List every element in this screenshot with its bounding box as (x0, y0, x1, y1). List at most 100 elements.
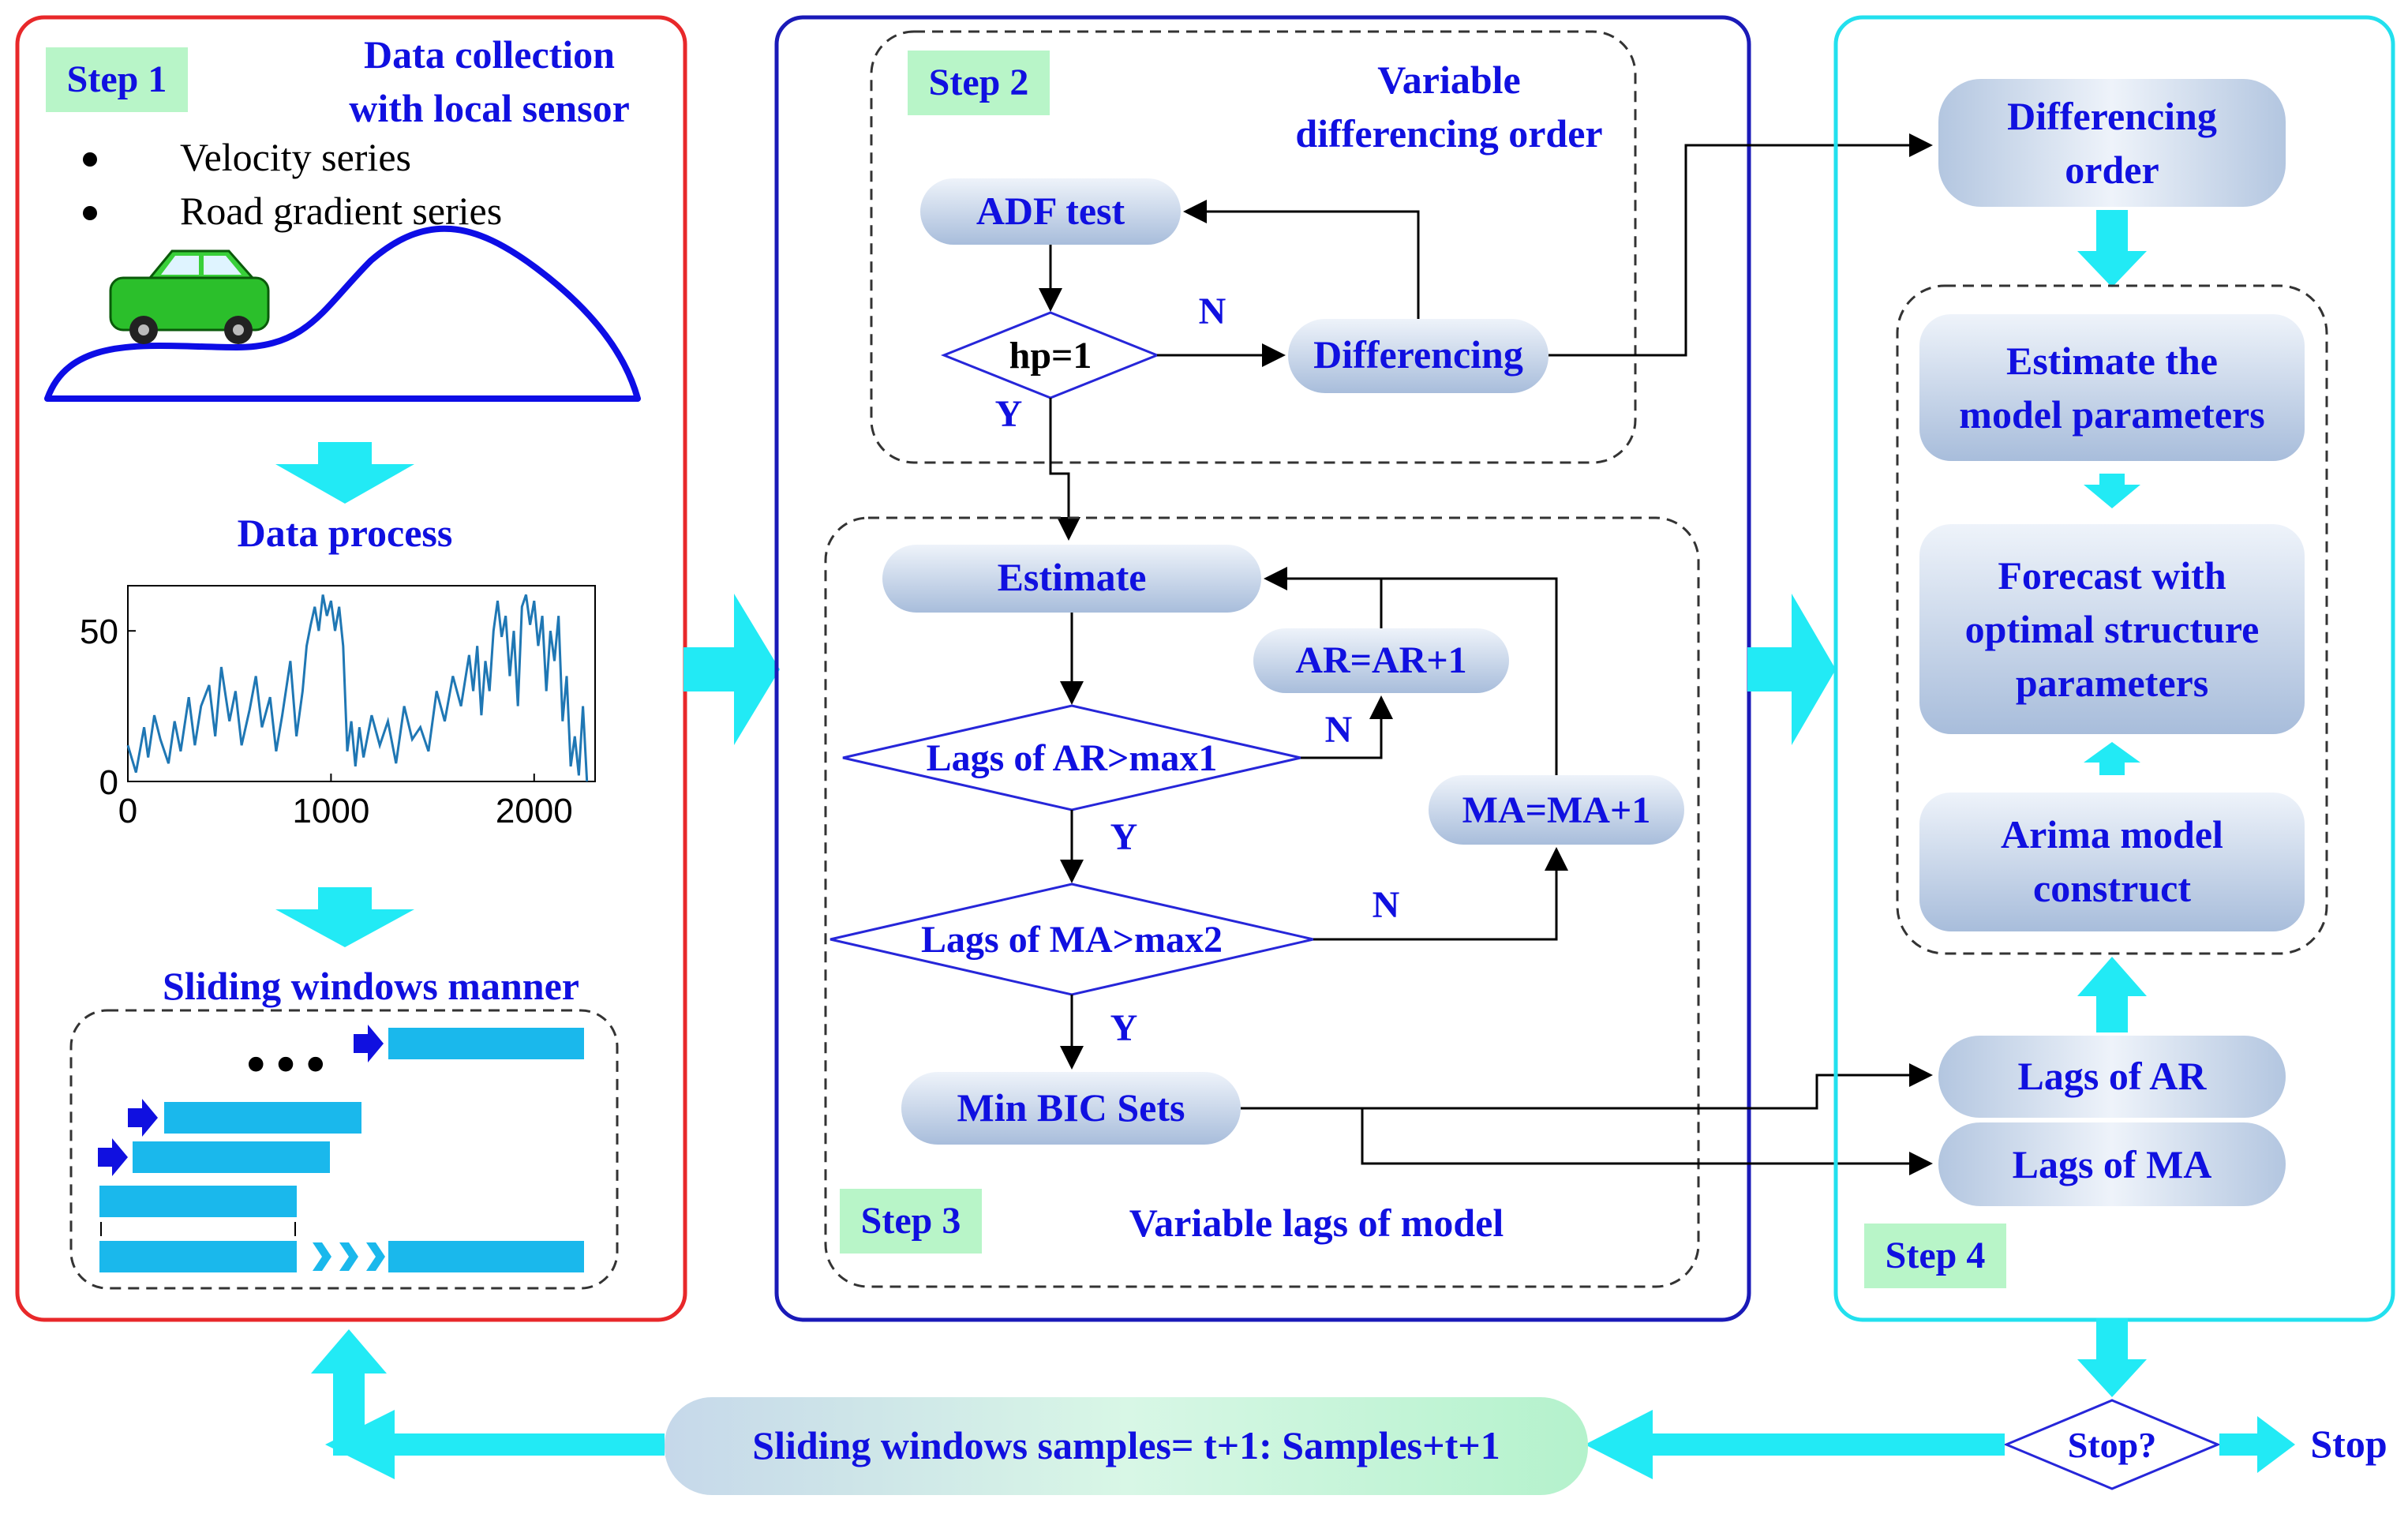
down-arrow-icon (2084, 474, 2140, 508)
step3-title: Variable lags of model (1129, 1201, 1504, 1245)
right-arrow-icon (2219, 1416, 2295, 1473)
left-arrow-icon (1585, 1410, 2005, 1479)
differencing-order-line1: Differencing (2007, 94, 2217, 138)
ar-increment-label: AR=AR+1 (1295, 639, 1466, 681)
flow-arrow (1381, 577, 1558, 775)
right-arrow-icon (683, 594, 780, 745)
up-arrow-icon (311, 1329, 387, 1389)
road-profile-icon (44, 225, 641, 402)
forecast-line2: optimal structure (1965, 607, 2260, 651)
window-bar (133, 1141, 330, 1173)
adf-test-node (920, 178, 1181, 245)
flow-arrow (1183, 200, 1420, 319)
bullet-icon (83, 206, 97, 220)
y-tick-label: 50 (80, 613, 118, 651)
sliding-samples-node (665, 1397, 1588, 1495)
window-bar (388, 1241, 584, 1272)
ma-lags-label: Lags of MA>max2 (921, 919, 1223, 961)
hp-no-label: N (1199, 290, 1226, 332)
sliding-windows-box (69, 1009, 619, 1290)
bottom-flow: Stop? Stop Sliding windows samples= t+1:… (311, 1318, 2387, 1495)
estimate-node (882, 545, 1261, 613)
window-bar (164, 1102, 361, 1134)
right-arrow-icon (354, 1025, 384, 1062)
chevron-icon (366, 1242, 385, 1271)
ma-yes-label: Y (1110, 1007, 1138, 1049)
estimate-params-line1: Estimate the (2006, 339, 2218, 383)
down-arrow-icon (2077, 1318, 2147, 1397)
hp-yes-label: Y (995, 393, 1023, 435)
bullet-road-gradient: Road gradient series (180, 189, 502, 233)
data-process-label: Data process (238, 511, 453, 555)
flow-arrow (1264, 567, 1383, 628)
step2-tag-bg (908, 51, 1050, 115)
differencing-label: Differencing (1313, 332, 1523, 377)
sliding-samples-label: Sliding windows samples= t+1: Samples+t+… (752, 1423, 1500, 1467)
arima-node (1919, 793, 2305, 931)
right-arrow-icon (1747, 594, 1836, 745)
x-tick-label: 0 (118, 792, 137, 830)
lags-ar-label: Lags of AR (2018, 1054, 2208, 1098)
ma-increment-node (1429, 775, 1684, 845)
arima-box (1896, 284, 2328, 955)
down-arrow-icon (2077, 210, 2147, 287)
arima-line1: Arima model (2001, 812, 2223, 856)
ma-no-label: N (1373, 884, 1400, 926)
flow-arrow (1241, 1063, 1933, 1110)
chevron-icon (339, 1242, 358, 1271)
bullet-icon (83, 152, 97, 167)
forecast-line1: Forecast with (1998, 553, 2226, 598)
ar-yes-label: Y (1110, 816, 1138, 858)
left-arrow-icon (325, 1410, 665, 1479)
stop-label: Stop (2310, 1422, 2387, 1466)
chevron-icon (313, 1242, 331, 1271)
chart-frame (127, 585, 596, 782)
flow-arrow (1301, 695, 1393, 759)
step3-box (824, 516, 1700, 1288)
chart-series (126, 594, 589, 782)
flow-arrow (1361, 1108, 1933, 1175)
ar-no-label: N (1325, 709, 1353, 751)
hp-label: hp=1 (1009, 335, 1092, 377)
step1-panel: Step 1 Data collection with local sensor… (15, 15, 687, 1322)
adf-test-label: ADF test (976, 189, 1125, 233)
differencing-order-node (1938, 79, 2286, 207)
window-bar (99, 1186, 297, 1217)
step1-tag: Step 1 (67, 58, 167, 100)
window-bar (388, 1028, 584, 1059)
y-tick-label: 0 (99, 763, 118, 802)
step4-tag-bg (1864, 1224, 2006, 1288)
step1-title-line2: with local sensor (349, 86, 630, 130)
velocity-series-line (126, 594, 589, 782)
ma-increment-label: MA=MA+1 (1462, 789, 1651, 831)
ar-lags-label: Lags of AR>max1 (927, 737, 1218, 779)
up-arrow-icon (2077, 957, 2147, 1032)
step3-tag-bg (840, 1189, 982, 1254)
x-tick-label: 1000 (292, 792, 369, 830)
lags-ma-node (1938, 1122, 2286, 1206)
forecast-node (1919, 524, 2305, 734)
up-arrow-icon (2084, 742, 2140, 775)
stop-decision (2003, 1399, 2221, 1490)
step1-tag-bg (46, 47, 188, 112)
right-arrow-icon (98, 1138, 128, 1176)
step1-title-line1: Data collection (364, 32, 615, 77)
estimate-label: Estimate (998, 555, 1147, 599)
right-arrow-icon (128, 1099, 158, 1137)
min-bic-label: Min BIC Sets (957, 1085, 1185, 1130)
differencing-node (1288, 319, 1549, 393)
return-arrow-shaft (333, 1386, 365, 1456)
flow-arrow (1049, 398, 1080, 541)
min-bic-node (901, 1072, 1241, 1145)
step3-tag: Step 3 (861, 1200, 961, 1242)
flow-arrow (1313, 847, 1568, 941)
lags-ar-node (1938, 1036, 2286, 1118)
step4-tag: Step 4 (1886, 1235, 1986, 1276)
ellipsis: ••• (241, 1037, 330, 1096)
step2-title-line2: differencing order (1295, 111, 1602, 156)
flow-arrow (1549, 133, 1933, 357)
step2-title-line1: Variable (1377, 58, 1521, 102)
stop-question-label: Stop? (2068, 1425, 2156, 1465)
